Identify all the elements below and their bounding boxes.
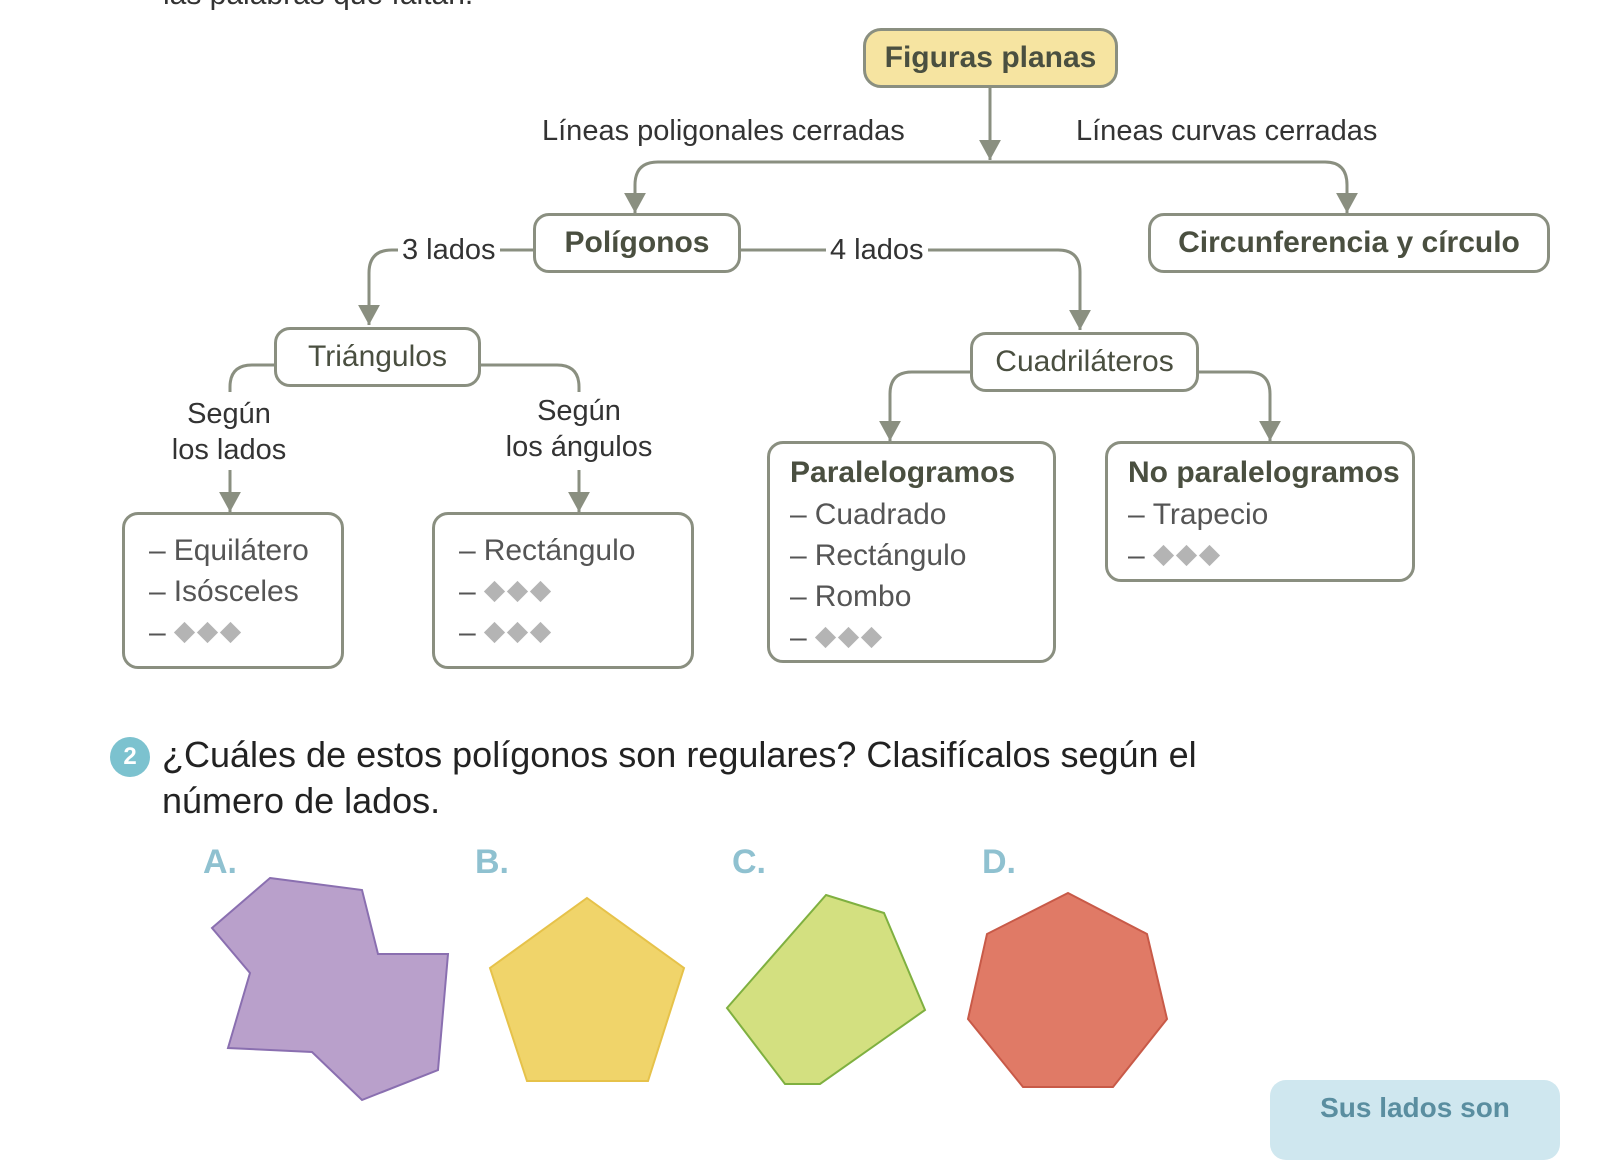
no-paralelogramos-title: No paralelogramos <box>1128 456 1400 489</box>
shape-label-a: A. <box>203 843 237 881</box>
label-lineas-poligonales: Líneas poligonales cerradas <box>542 115 905 147</box>
node-circunferencia: Circunferencia y círculo <box>1148 213 1550 273</box>
box-segun-angulos: –Rectángulo – – <box>432 512 694 669</box>
connector-4-lados <box>740 248 1091 330</box>
list-item: –Equilátero <box>149 534 309 567</box>
node-triangulos: Triángulos <box>274 327 481 387</box>
box-segun-lados: –Equilátero –Isósceles – <box>122 512 344 669</box>
connector-paralelogramos <box>879 370 970 441</box>
connector-3-lados <box>358 248 533 325</box>
instruction-cut: las palabras que faltan. <box>163 0 473 12</box>
node-poligonos: Polígonos <box>533 213 741 273</box>
list-item-blank: – <box>459 612 691 653</box>
polygon-d <box>966 891 1169 1088</box>
shape-label-b: B. <box>475 843 509 881</box>
tip-box: Sus lados son <box>1270 1080 1560 1160</box>
list-item-blank: – <box>1128 535 1412 576</box>
node-circunferencia-label: Circunferencia y círculo <box>1178 226 1520 259</box>
list-item: –Trapecio <box>1128 498 1269 531</box>
connector-segun-angulos <box>480 363 581 392</box>
list-item-blank: – <box>790 617 1053 658</box>
list-item: –Rectángulo <box>790 539 967 572</box>
question-number-badge: 2 <box>110 737 150 777</box>
label-segun-angulos-line2: los ángulos <box>505 431 653 463</box>
polygon-shapes <box>210 876 1169 1102</box>
list-item: –Rectángulo <box>459 534 636 567</box>
shape-label-d: D. <box>982 843 1016 881</box>
label-segun-angulos: Según los ángulos <box>495 393 663 465</box>
list-item-blank: – <box>149 612 341 653</box>
node-figuras-planas-label: Figuras planas <box>884 41 1097 74</box>
box-no-paralelogramos: No paralelogramos –Trapecio – <box>1105 441 1415 582</box>
list-item-blank: – <box>459 571 691 612</box>
polygon-c <box>725 893 927 1085</box>
label-segun-lados-line2: los lados <box>171 434 287 466</box>
node-cuadrilateros-label: Cuadriláteros <box>995 345 1174 378</box>
polygon-a <box>210 876 450 1102</box>
list-item: –Isósceles <box>149 575 299 608</box>
question-text: ¿Cuáles de estos polígonos son regulares… <box>162 734 1197 821</box>
label-segun-angulos-line1: Según <box>537 395 621 427</box>
polygon-b <box>488 896 686 1082</box>
label-segun-lados: Según los lados <box>155 396 303 468</box>
node-cuadrilateros: Cuadriláteros <box>970 332 1199 392</box>
list-item: –Rombo <box>790 580 912 613</box>
paralelogramos-title: Paralelogramos <box>790 456 1016 489</box>
node-figuras-planas: Figuras planas <box>863 28 1118 88</box>
label-3-lados: 3 lados <box>398 234 500 267</box>
connector-no-paralelogramos <box>1198 370 1281 441</box>
connector-segun-lados <box>228 363 275 392</box>
tip-text: Sus lados son <box>1320 1092 1510 1123</box>
label-segun-lados-line1: Según <box>187 398 271 430</box>
box-paralelogramos: Paralelogramos –Cuadrado –Rectángulo –Ro… <box>767 441 1056 663</box>
diagram-connectors <box>219 88 1358 512</box>
list-item: –Cuadrado <box>790 498 947 531</box>
shape-label-c: C. <box>732 843 766 881</box>
label-lineas-curvas: Líneas curvas cerradas <box>1076 115 1378 147</box>
node-poligonos-label: Polígonos <box>564 226 710 259</box>
connector-branches <box>633 160 1349 213</box>
label-4-lados: 4 lados <box>826 234 928 267</box>
node-triangulos-label: Triángulos <box>308 340 447 373</box>
